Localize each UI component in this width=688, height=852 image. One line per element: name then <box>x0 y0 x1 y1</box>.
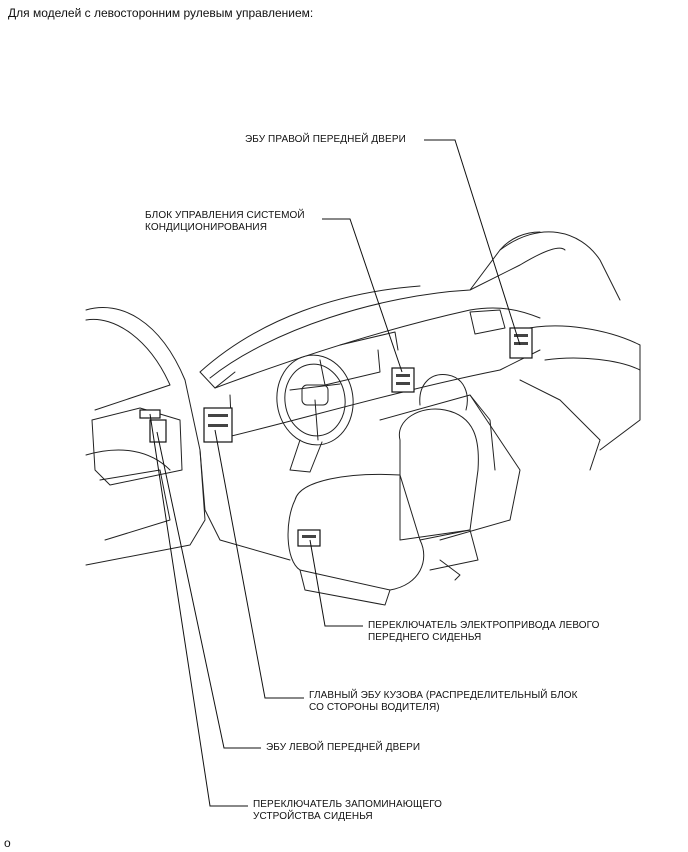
leader-ac-control <box>322 218 403 373</box>
dashboard-top <box>214 307 541 389</box>
seat-back <box>398 408 479 541</box>
a-pillar-left <box>199 371 236 389</box>
left-door-outline <box>85 307 206 566</box>
page-heading: Для моделей с левосторонним рулевым упра… <box>8 6 314 20</box>
corner-mark: o <box>4 836 11 850</box>
left-front-door-ecu-component <box>149 419 167 443</box>
label-right-front-door-ecu: ЭБУ ПРАВОЙ ПЕРЕДНЕЙ ДВЕРИ <box>245 134 406 145</box>
steering-column <box>289 439 323 473</box>
leader-main-body-ecu <box>214 429 304 699</box>
right-door-outline <box>519 325 641 451</box>
label-left-front-door-ecu: ЭБУ ЛЕВОЙ ПЕРЕДНЕЙ ДВЕРИ <box>266 742 421 753</box>
leader-seat-switch <box>309 539 363 627</box>
label-main-body-ecu-line1: ГЛАВНЫЙ ЭБУ КУЗОВА (РАСПРЕДЕЛИТЕЛЬНЫЙ БЛ… <box>309 690 578 701</box>
left-door-armrest <box>91 407 183 486</box>
label-memory-switch-line1: ПЕРЕКЛЮЧАТЕЛЬ ЗАПОМИНАЮЩЕГО <box>253 799 443 810</box>
leader-right-front-door-ecu <box>424 139 521 346</box>
label-ac-control-line2: КОНДИЦИОНИРОВАНИЯ <box>145 222 268 233</box>
label-seat-switch-line2: ПЕРЕДНЕГО СИДЕНЬЯ <box>368 632 482 643</box>
headrest <box>419 374 468 411</box>
ac-control-component <box>391 367 415 393</box>
label-ac-control-line1: БЛОК УПРАВЛЕНИЯ СИСТЕМОЙ <box>145 210 305 221</box>
a-pillar-right <box>469 231 541 291</box>
label-seat-switch-line1: ПЕРЕКЛЮЧАТЕЛЬ ЭЛЕКТРОПРИВОДА ЛЕВОГО <box>368 620 600 631</box>
leader-memory-switch <box>149 413 248 807</box>
label-memory-switch-line2: УСТРОЙСТВА СИДЕНЬЯ <box>253 811 373 822</box>
left-door-window <box>85 318 171 411</box>
dashboard-face <box>214 349 541 441</box>
center-console <box>379 394 521 541</box>
label-main-body-ecu-line2: СО СТОРОНЫ ВОДИТЕЛЯ) <box>309 702 440 713</box>
windshield-outline <box>209 247 566 379</box>
seat-cushion <box>287 473 425 591</box>
roof-line <box>199 285 421 373</box>
leader-left-front-door-ecu <box>156 431 261 749</box>
